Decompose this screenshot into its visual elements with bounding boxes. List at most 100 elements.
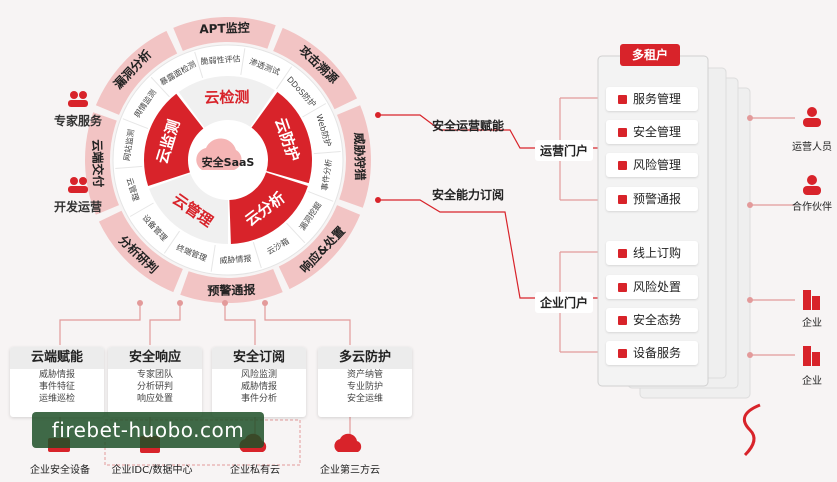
menu-service-mgmt[interactable]: 服务管理 (606, 87, 698, 111)
shield-icon (618, 316, 627, 325)
menu-label: 安全管理 (633, 125, 682, 139)
card-title: 云端赋能 (10, 347, 104, 369)
card-line: 安全运维 (346, 394, 383, 404)
middle-item-label: 事件分析 (319, 158, 334, 191)
menu-label: 风险管理 (633, 158, 682, 172)
menu-label: 风险处置 (633, 280, 682, 294)
outer-segment (180, 269, 283, 303)
building-icon (803, 290, 811, 310)
menu-label: 预警通报 (633, 192, 682, 206)
expert-service-label: 专家服务 (53, 114, 102, 128)
card-line: 事件特征 (38, 382, 75, 392)
card-security-response: 安全响应 专家团队 分析研判 响应处置 (108, 347, 202, 417)
people-icon (68, 91, 88, 107)
menu-risk-mgmt[interactable]: 风险管理 (606, 153, 698, 177)
tenant-title-text: 多租户 (631, 48, 668, 62)
label-security-ops-enable: 安全运营赋能 (432, 119, 505, 133)
outer-segment-label: 预警通报 (207, 282, 255, 298)
menu-device-service[interactable]: 设备服务 (606, 341, 698, 365)
ops-portal: 运营门户 (535, 140, 594, 161)
people-icon (68, 177, 88, 193)
core-segment (144, 93, 204, 186)
card-security-subscription: 安全订阅 风险监测 威胁情报 事件分析 (212, 347, 306, 417)
core-segment-label: 云检测 (204, 88, 249, 107)
devops-label: 开发运营 (53, 200, 102, 214)
middle-divider (115, 165, 143, 169)
core-segment (149, 173, 228, 244)
enterprise-portal: 企业门户 (535, 292, 594, 313)
menu-security-mgmt[interactable]: 安全管理 (606, 120, 698, 144)
card-line: 响应处置 (136, 394, 173, 404)
warning-icon (618, 161, 627, 170)
menu-security-posture[interactable]: 安全态势 (606, 308, 698, 332)
outer-segment (337, 105, 371, 208)
card-title: 安全订阅 (212, 347, 306, 369)
device-icon (618, 349, 627, 358)
outer-segment-label: 云端交付 (90, 139, 106, 187)
middle-divider (129, 202, 154, 217)
middle-divider (240, 48, 246, 76)
bottom-label: 企业安全设备 (30, 465, 90, 476)
expert-service: 专家服务 (48, 90, 108, 129)
cloud-icon (196, 138, 242, 170)
middle-divider (252, 242, 262, 269)
card-line: 专业防护 (346, 382, 383, 392)
card-line: 资产纳管 (346, 370, 383, 380)
card-line: 事件分析 (240, 394, 277, 404)
middle-divider (286, 222, 306, 244)
center-hub: 安全SaaS (190, 122, 266, 198)
right-label: 合作伙伴 (792, 202, 832, 213)
devops: 开发运营 (48, 176, 108, 215)
watermark: firebet-huobo.com (32, 412, 264, 448)
middle-divider (313, 151, 341, 155)
core-segment (229, 172, 308, 244)
right-label: 企业 (802, 318, 822, 329)
menu-online-order[interactable]: 线上订购 (606, 241, 698, 265)
bottom-label: 企业私有云 (230, 465, 280, 476)
outer-segment-label: 威胁狩猎 (352, 132, 368, 180)
menu-label: 安全态势 (633, 313, 682, 327)
card-title: 安全响应 (108, 347, 202, 369)
outer-segment (98, 210, 183, 293)
outer-segment (173, 16, 276, 51)
outer-segment (95, 30, 178, 115)
cart-icon (618, 249, 627, 258)
card-line: 专家团队 (136, 370, 173, 380)
right-label: 企业 (802, 376, 822, 387)
card-line: 威胁情报 (240, 382, 277, 392)
middle-divider (163, 230, 180, 254)
core-segment (251, 92, 312, 184)
center-label: 安全SaaS (202, 155, 255, 169)
card-title: 多云防护 (318, 347, 412, 369)
menu-alert-notice[interactable]: 预警通报 (606, 187, 698, 211)
menu-label: 服务管理 (633, 92, 682, 106)
menu-risk-handle[interactable]: 风险处置 (606, 275, 698, 299)
grid-icon (618, 95, 627, 104)
third-party-cloud-icon (334, 433, 362, 452)
card-line: 运维巡检 (38, 394, 75, 404)
middle-divider (307, 190, 334, 202)
core-segment (178, 76, 275, 128)
middle-divider (276, 66, 293, 90)
menu-label: 设备服务 (633, 346, 682, 360)
warning-icon (618, 283, 627, 292)
card-line: 威胁情报 (38, 370, 75, 380)
card-multicloud: 多云防护 资产纳管 专业防护 安全运维 (318, 347, 412, 417)
middle-item-label: 网站监测 (121, 128, 136, 161)
building-icon (803, 346, 811, 366)
watermark-text: firebet-huobo.com (51, 418, 245, 442)
middle-divider (122, 118, 149, 130)
card-line: 分析研判 (136, 382, 173, 392)
operator-icon (807, 107, 817, 117)
outer-segment (278, 205, 361, 290)
bell-icon (618, 195, 627, 204)
middle-item-label: 威胁情报 (219, 253, 252, 265)
card-cloud-enable: 云端赋能 威胁情报 事件特征 运维巡检 (10, 347, 104, 417)
outer-segment-label: APT监控 (199, 20, 250, 36)
lock-icon (618, 128, 627, 137)
middle-divider (194, 51, 204, 78)
menu-label: 线上订购 (633, 246, 682, 260)
